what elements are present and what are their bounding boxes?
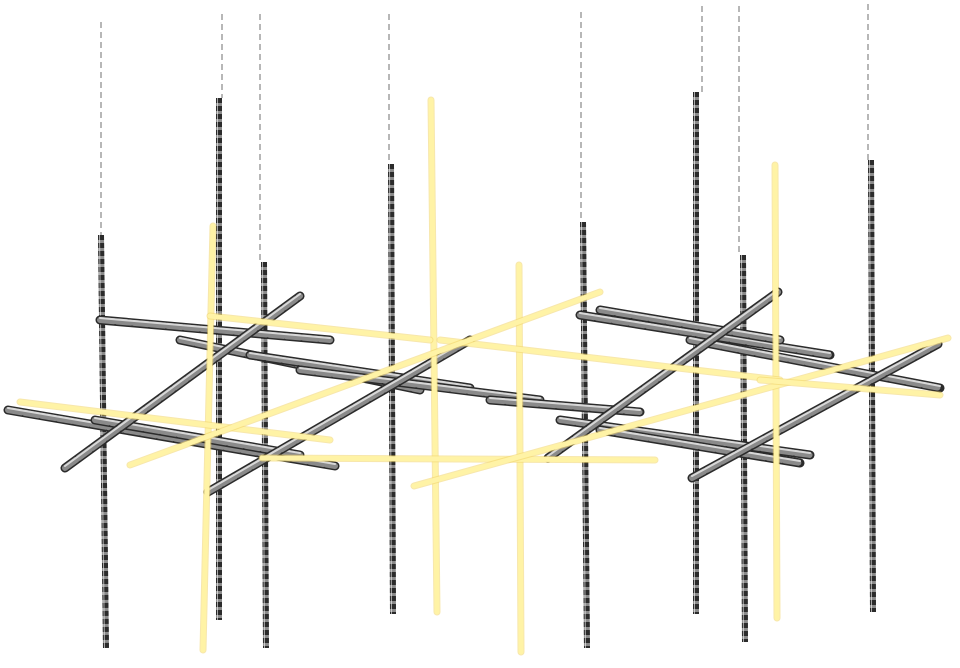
- metal-rod-16: [687, 339, 943, 483]
- vertical-tubes: [98, 92, 876, 649]
- lit-rod-8: [126, 288, 604, 469]
- metal-rod-15: [543, 287, 783, 463]
- lit-rod-10: [410, 334, 952, 490]
- metal-rod-8: [575, 310, 835, 360]
- metal-rod-4: [295, 365, 545, 405]
- metal-rod-12: [595, 425, 805, 468]
- horizontal-rods: [3, 287, 945, 497]
- suspension-cables: [100, 4, 869, 262]
- metal-rod-9: [595, 305, 785, 345]
- metal-rod-10: [685, 335, 945, 393]
- metal-rod-1: [95, 315, 335, 345]
- lit-rod-6: [436, 336, 784, 384]
- lit-rod-5: [206, 312, 434, 344]
- metal-rod-14: [203, 335, 475, 497]
- lit-rods: [16, 96, 952, 656]
- lit-rod-11: [756, 376, 944, 399]
- lit-rod-7: [16, 398, 334, 444]
- lit-rod-4: [771, 161, 781, 622]
- lit-rod-9: [258, 454, 659, 464]
